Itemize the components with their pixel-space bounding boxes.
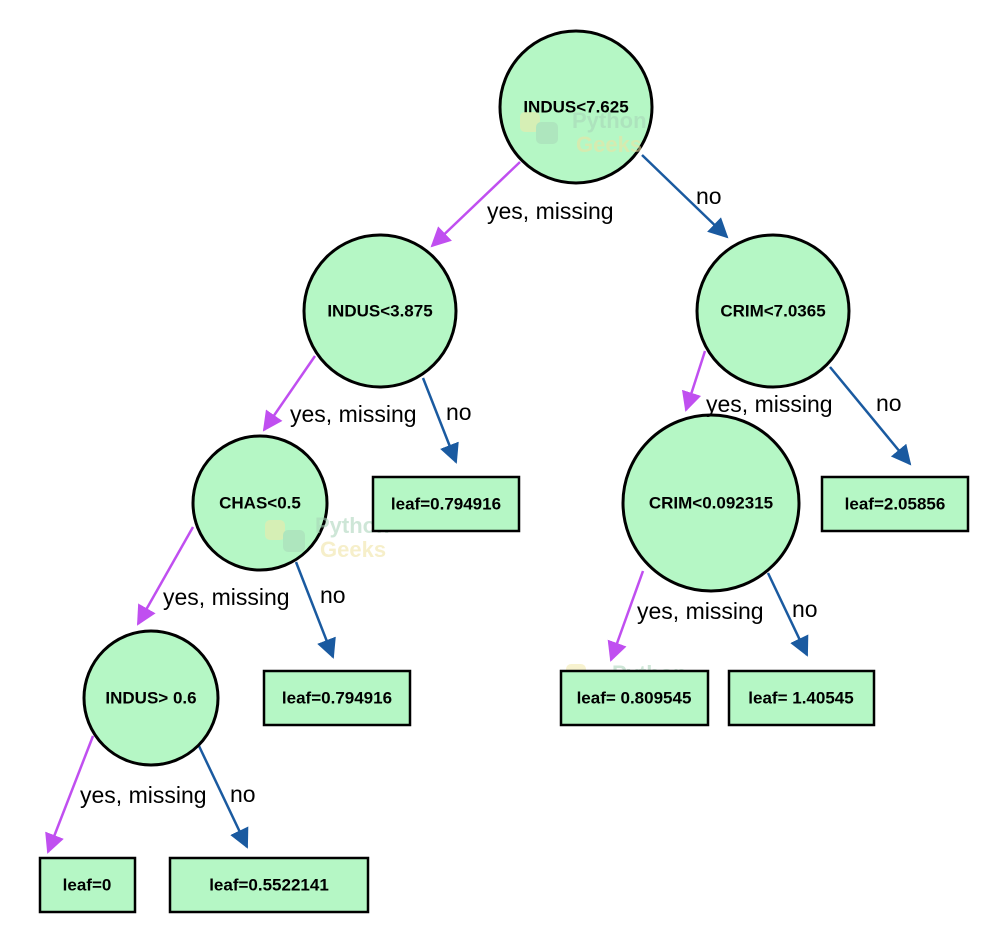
edge-label-no: no <box>446 399 472 425</box>
edge-label-no: no <box>320 582 346 608</box>
edge-label-no: no <box>792 596 818 622</box>
watermark-line1: Python <box>572 108 647 133</box>
node-right-left-label: CRIM<0.092315 <box>649 494 773 513</box>
edge-label-no: no <box>696 183 722 209</box>
node-left: INDUS<3.875 <box>302 233 458 389</box>
edge-no-rightleft-leaf <box>766 572 809 657</box>
node-root: INDUS<7.625 <box>498 29 654 185</box>
leaf-right-left-left: leaf= 0.809545 <box>559 669 710 727</box>
edge-label-yes: yes, missing <box>637 598 764 624</box>
edge-label-yes: yes, missing <box>163 584 290 610</box>
edge-yes-root-left <box>430 161 521 248</box>
edge-label-yes: yes, missing <box>80 782 207 808</box>
edge-no-leftleft-leaf <box>294 561 336 659</box>
leaf-left-left-right-label: leaf=0.794916 <box>282 689 392 708</box>
edge-no-left-leaf <box>421 377 459 464</box>
node-left-left-left: INDUS> 0.6 <box>82 629 220 767</box>
leaf-lll-right: leaf=0.5522141 <box>168 856 370 914</box>
edge-label-yes: yes, missing <box>487 198 614 224</box>
edge-label-no: no <box>230 781 256 807</box>
edge-yes-left-leftleft <box>262 355 317 432</box>
leaf-right-left-left-label: leaf= 0.809545 <box>577 689 692 708</box>
edge-no-lll-leaf <box>197 745 249 849</box>
edge-no-right-leaf <box>829 366 912 466</box>
node-left-label: INDUS<3.875 <box>327 302 432 321</box>
edge-label-no: no <box>876 390 902 416</box>
leaf-right-left-right: leaf= 1.40545 <box>727 669 876 727</box>
node-root-label: INDUS<7.625 <box>523 98 628 117</box>
leaf-lll-right-label: leaf=0.5522141 <box>209 876 329 895</box>
node-right: CRIM<7.0365 <box>695 233 851 389</box>
node-left-left-left-label: INDUS> 0.6 <box>105 689 196 708</box>
node-right-label: CRIM<7.0365 <box>720 302 825 321</box>
leaf-right-left-right-label: leaf= 1.40545 <box>748 689 853 708</box>
edge-yes-rightleft-leaf <box>607 570 645 662</box>
watermark-line2: Geeks <box>576 132 642 157</box>
node-left-left: CHAS<0.5 <box>191 434 329 572</box>
leaf-right-right: leaf=2.05856 <box>820 475 970 533</box>
node-left-left-label: CHAS<0.5 <box>219 494 301 513</box>
node-right-left: CRIM<0.092315 <box>621 413 801 593</box>
leaf-left-right: leaf=0.794916 <box>371 475 521 533</box>
leaf-left-right-label: leaf=0.794916 <box>391 495 501 514</box>
edge-yes-right-rightleft <box>681 350 707 412</box>
watermark-logo: Python Geeks <box>520 108 647 157</box>
edge-yes-lll-leaf0 <box>45 735 95 854</box>
edge-no-root-right <box>641 154 729 239</box>
watermark-line2: Geeks <box>320 537 386 562</box>
leaf-left-left-right: leaf=0.794916 <box>262 669 412 727</box>
edge-label-yes: yes, missing <box>290 401 417 427</box>
leaf-lll-left: leaf=0 <box>38 856 137 914</box>
edge-yes-leftleft-lll <box>136 526 195 626</box>
leaf-right-right-label: leaf=2.05856 <box>845 495 946 514</box>
edge-label-yes: yes, missing <box>706 391 833 417</box>
leaf-lll-left-label: leaf=0 <box>63 876 112 895</box>
